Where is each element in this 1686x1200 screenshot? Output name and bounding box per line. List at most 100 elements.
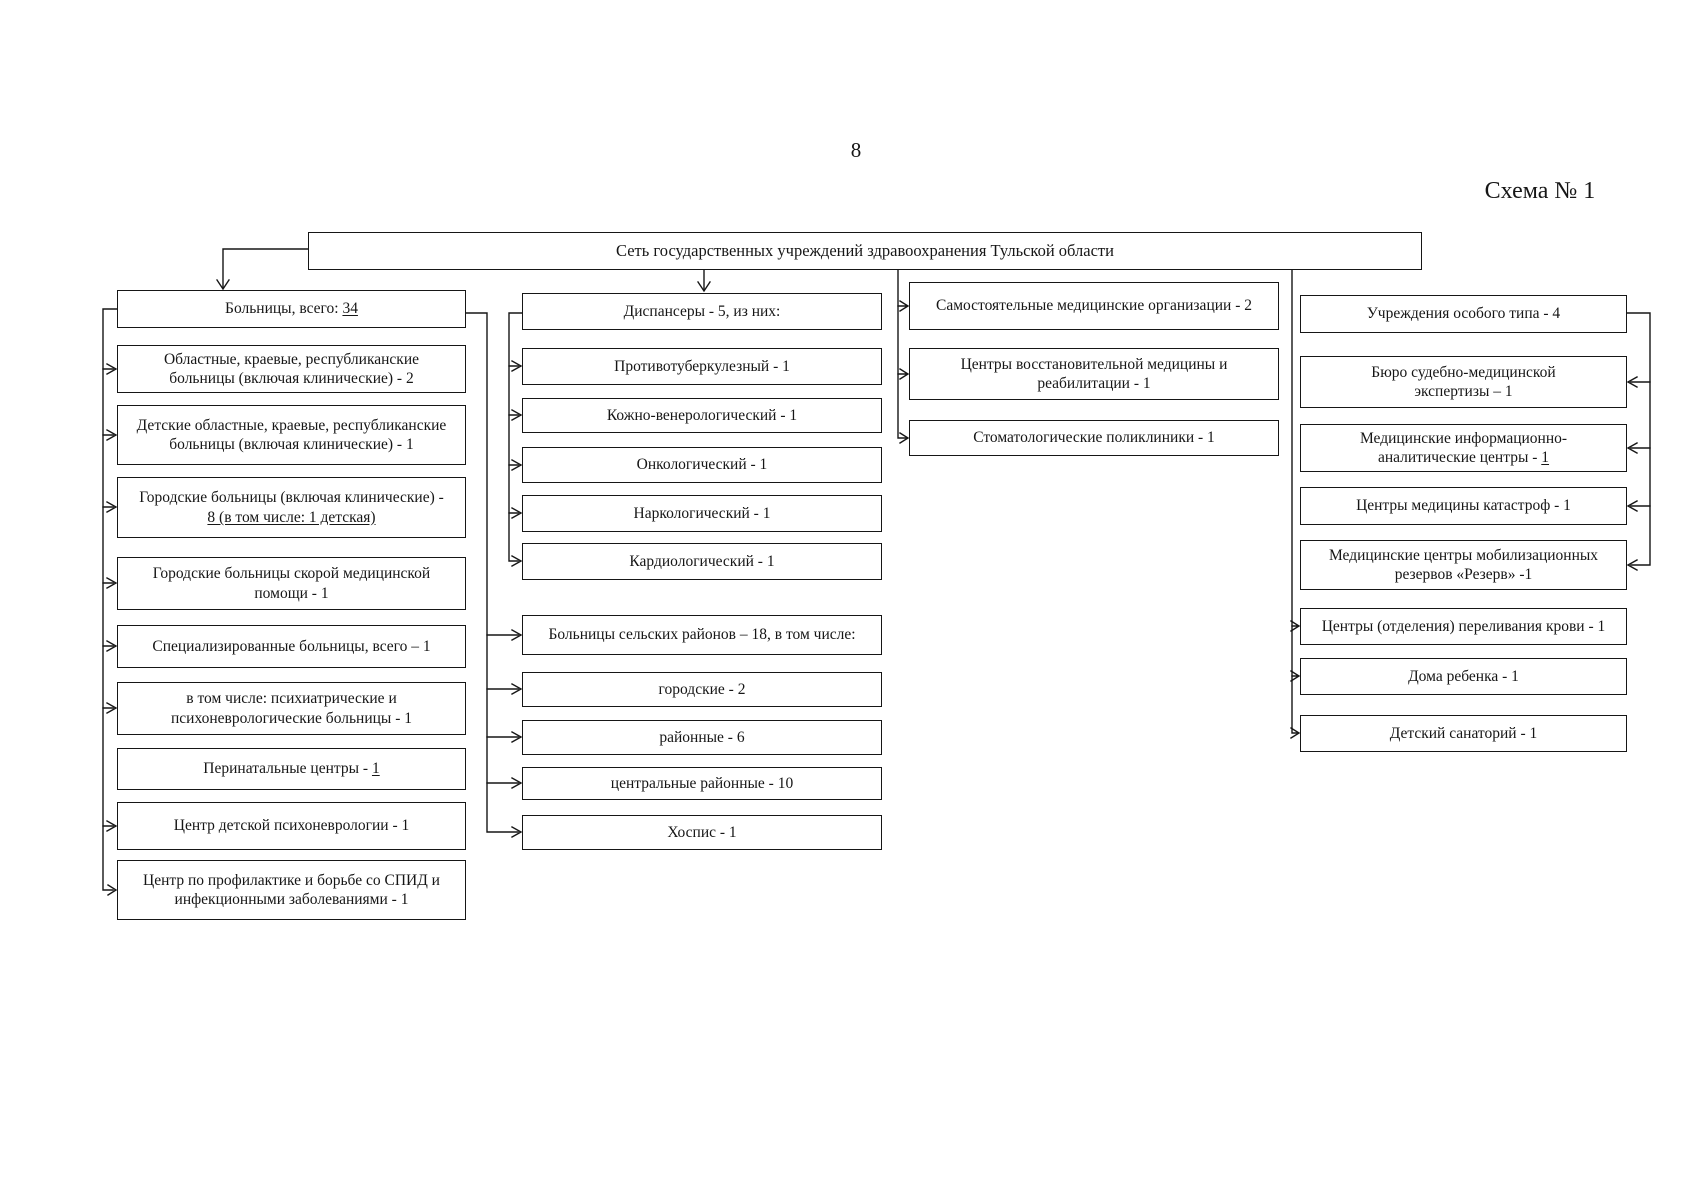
box-children-sanatorium: Детский санаторий - 1 — [1300, 715, 1627, 752]
label: городские - 2 — [531, 680, 873, 699]
box-narcology-dispensary: Наркологический - 1 — [522, 495, 882, 532]
label-text: Детские областные, краевые, республиканс… — [136, 416, 447, 453]
diagram-title: Сеть государственных учреждений здравоох… — [616, 240, 1114, 260]
label: районные - 6 — [531, 728, 873, 747]
schema-label: Схема № 1 — [1484, 178, 1596, 204]
box-hospitals-total: Больницы, всего: 34 — [117, 290, 466, 328]
box-forensic-bureau: Бюро судебно-медицинской экспертизы – 1 — [1300, 356, 1627, 408]
box-central-raion-hospitals: центральные районные - 10 — [522, 767, 882, 800]
label-text: Онкологический - 1 — [636, 456, 768, 474]
label-text: в том числе: психиатрические и психоневр… — [170, 690, 413, 727]
label-text: районные - 6 — [659, 728, 745, 746]
label: Стоматологические поликлиники - 1 — [918, 428, 1270, 447]
label: Специализированные больницы, всего – 1 — [126, 637, 457, 656]
label-text: Областные, краевые, республиканские боль… — [163, 350, 420, 387]
box-psychiatric-hospitals: в том числе: психиатрические и психоневр… — [117, 682, 466, 735]
label: Медицинские центры мобилизационных резер… — [1327, 546, 1600, 584]
page-number: 8 — [850, 138, 862, 162]
box-aids-prevention-center: Центр по профилактике и борьбе со СПИД и… — [117, 860, 466, 920]
label-text: Медицинские центры мобилизационных резер… — [1328, 546, 1599, 583]
label-text: Противотуберкулезный - 1 — [614, 357, 790, 375]
label-text: Перинатальные центры - — [203, 760, 372, 778]
box-mobilization-reserve-centers: Медицинские центры мобилизационных резер… — [1300, 540, 1627, 590]
label-text: Диспансеры - 5, из них: — [623, 302, 781, 320]
box-perinatal-centers: Перинатальные центры - 1 — [117, 748, 466, 790]
label: Учреждения особого типа - 4 — [1309, 304, 1618, 323]
label-text: Хоспис - 1 — [667, 823, 737, 841]
label: Центры восстановительной медицины и реаб… — [936, 355, 1252, 393]
box-blood-transfusion-centers: Центры (отделения) переливания крови - 1 — [1300, 608, 1627, 645]
box-rural-raion-hospitals: районные - 6 — [522, 720, 882, 755]
label-text: Учреждения особого типа - 4 — [1366, 305, 1561, 323]
box-independent-medical-orgs: Самостоятельные медицинские организации … — [909, 282, 1279, 330]
label: Противотуберкулезный - 1 — [531, 357, 873, 376]
label-text: Городские больницы (включая клинические)… — [139, 489, 444, 507]
label: в том числе: психиатрические и психоневр… — [126, 689, 457, 727]
box-dermatovenerologic-dispensary: Кожно-венерологический - 1 — [522, 398, 882, 433]
label: Хоспис - 1 — [531, 823, 873, 842]
label-text: Бюро судебно-медицинской экспертизы – 1 — [1371, 363, 1556, 400]
box-regional-hospitals: Областные, краевые, республиканские боль… — [117, 345, 466, 393]
box-rehabilitation-centers: Центры восстановительной медицины и реаб… — [909, 348, 1279, 400]
label-text: Больницы сельских районов – 18, в том чи… — [548, 626, 856, 644]
label: Центры (отделения) переливания крови - 1 — [1309, 617, 1618, 636]
label-text: Самостоятельные медицинские организации … — [935, 297, 1252, 315]
box-disaster-medicine-centers: Центры медицины катастроф - 1 — [1300, 487, 1627, 525]
label: Кардиологический - 1 — [531, 552, 873, 571]
label: Центр по профилактике и борьбе со СПИД и… — [126, 871, 457, 909]
box-children-regional-hospitals: Детские областные, краевые, республиканс… — [117, 405, 466, 465]
label: Центр детской психоневрологии - 1 — [126, 816, 457, 835]
label: Городские больницы скорой медицинской по… — [144, 564, 439, 602]
label: Перинатальные центры - 1 — [126, 759, 457, 778]
label: Медицинские информационно-аналитические … — [1341, 429, 1586, 467]
box-cardiology-dispensary: Кардиологический - 1 — [522, 543, 882, 580]
label: Детские областные, краевые, республиканс… — [126, 416, 457, 454]
box-dispensaries-total: Диспансеры - 5, из них: — [522, 293, 882, 330]
box-hospice: Хоспис - 1 — [522, 815, 882, 850]
label: Детский санаторий - 1 — [1309, 724, 1618, 743]
box-orphan-homes: Дома ребенка - 1 — [1300, 658, 1627, 695]
label: Городские больницы (включая клинические)… — [126, 488, 457, 526]
diagram-title-box: Сеть государственных учреждений здравоох… — [308, 232, 1422, 270]
label: центральные районные - 10 — [531, 774, 873, 793]
label-text: Кожно-венерологический - 1 — [606, 406, 798, 424]
box-oncology-dispensary: Онкологический - 1 — [522, 447, 882, 483]
label-text: Наркологический - 1 — [633, 504, 771, 522]
label-text: Центр по профилактике и борьбе со СПИД и… — [143, 871, 440, 908]
label: Больницы, всего: 34 — [126, 299, 457, 318]
label-text: Стоматологические поликлиники - 1 — [973, 429, 1215, 447]
label-text: Центры восстановительной медицины и реаб… — [960, 355, 1228, 392]
box-city-hospitals: Городские больницы (включая клинические)… — [117, 477, 466, 538]
label: Диспансеры - 5, из них: — [531, 302, 873, 321]
label-text: городские - 2 — [658, 680, 746, 698]
label-text: Центр детской психоневрологии - 1 — [173, 817, 410, 835]
label: Областные, краевые, республиканские боль… — [144, 350, 439, 388]
label: Кожно-венерологический - 1 — [531, 406, 873, 425]
label-text: Городские больницы скорой медицинской по… — [152, 565, 431, 602]
label-underline: 8 (в том числе: 1 детская) — [207, 508, 376, 526]
label-underline: 34 — [342, 300, 358, 318]
box-emergency-city-hospitals: Городские больницы скорой медицинской по… — [117, 557, 466, 610]
box-rural-district-hospitals: Больницы сельских районов – 18, в том чи… — [522, 615, 882, 655]
box-children-psychoneurology-center: Центр детской психоневрологии - 1 — [117, 802, 466, 850]
label-underline: 1 — [1541, 449, 1550, 466]
label-text: Центры (отделения) переливания крови - 1 — [1321, 617, 1606, 635]
label-text: Медицинские информационно-аналитические … — [1359, 429, 1568, 466]
label: Дома ребенка - 1 — [1309, 667, 1618, 686]
label: Центры медицины катастроф - 1 — [1309, 496, 1618, 515]
label-text: центральные районные - 10 — [610, 774, 794, 792]
box-dental-clinics: Стоматологические поликлиники - 1 — [909, 420, 1279, 456]
label: Больницы сельских районов – 18, в том чи… — [531, 625, 873, 644]
box-specialized-hospitals: Специализированные больницы, всего – 1 — [117, 625, 466, 668]
box-rural-city-hospitals: городские - 2 — [522, 672, 882, 707]
label: Бюро судебно-медицинской экспертизы – 1 — [1341, 363, 1586, 401]
label-text: Детский санаторий - 1 — [1389, 724, 1538, 742]
label-text: Центры медицины катастроф - 1 — [1356, 497, 1571, 515]
label-text: Дома ребенка - 1 — [1408, 667, 1519, 685]
label-text: Больницы, всего: — [225, 300, 343, 318]
label: Наркологический - 1 — [531, 504, 873, 523]
label: Самостоятельные медицинские организации … — [918, 296, 1270, 315]
label-text: Специализированные больницы, всего – 1 — [152, 637, 431, 655]
label-underline: 1 — [371, 760, 380, 778]
